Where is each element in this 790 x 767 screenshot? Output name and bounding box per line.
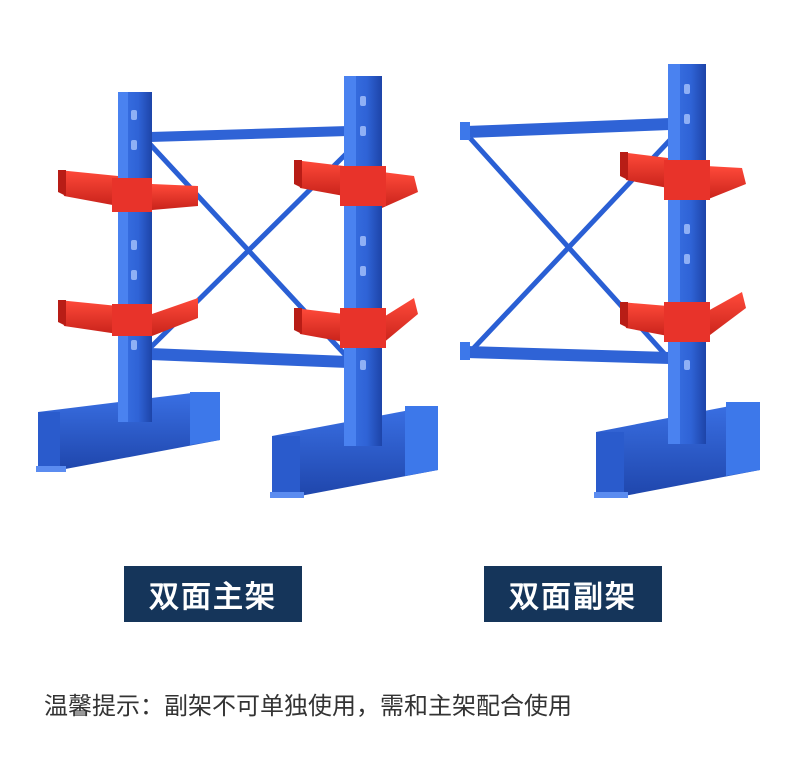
cantilever-rack-illustration [36,64,760,498]
sub-frame-horizontal-beams [460,118,670,364]
usage-note: 温馨提示：副架不可单独使用，需和主架配合使用 [44,692,572,720]
main-frame-base-right [270,406,438,498]
sub-frame-arms [620,152,746,342]
main-frame-upright-left [118,92,152,422]
main-frame-upright-right [344,76,382,446]
sub-frame-base [594,402,760,498]
main-frame-label: 双面主架 [124,566,302,622]
sub-frame-rack [460,64,760,498]
main-frame-base-left [36,392,220,472]
main-frame-arms-right [294,160,418,348]
sub-frame-label: 双面副架 [484,566,662,622]
main-frame-arms-left [58,170,198,336]
main-frame-rack [36,76,438,498]
main-frame-horizontal-beams [150,126,348,368]
sub-frame-upright [668,64,706,444]
